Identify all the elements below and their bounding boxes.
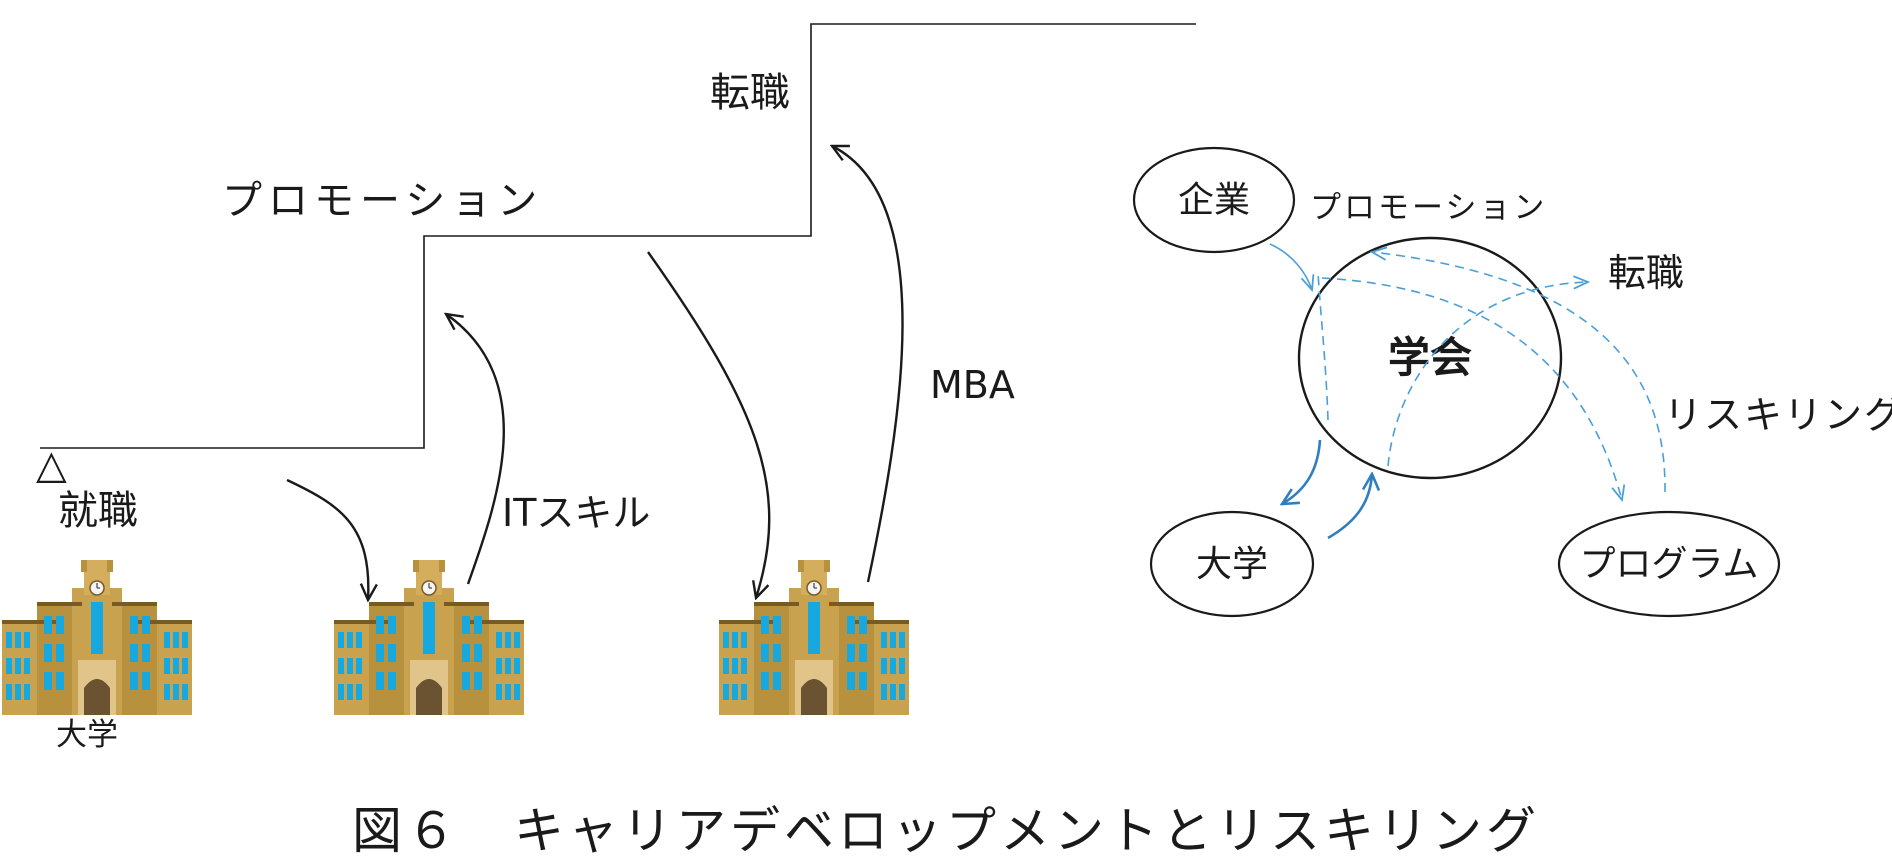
- flow-company-to-program: [1321, 277, 1622, 500]
- flow-job-change-label: 転職: [1608, 251, 1684, 295]
- flow-company-to-society: [1269, 243, 1312, 290]
- mba-label: MBA: [930, 363, 1015, 407]
- university-node-label: 大学: [1196, 544, 1268, 585]
- flow-promotion-dashed: [1317, 271, 1329, 421]
- flow-promotion-label: プロモーション: [1310, 190, 1547, 226]
- university-building-1: [1, 559, 193, 716]
- staircase-line: [40, 23, 1196, 449]
- society-network: 企業 学会 大学 プログラム プロモーション 転職 リスキリング: [1132, 146, 1892, 618]
- arrow-entry-to-univ2: [286, 478, 368, 600]
- it-skill-label: ITスキル: [502, 491, 650, 535]
- flow-university-to-society: [1327, 474, 1372, 540]
- flow-program-to-society: [1372, 252, 1666, 493]
- career-arrows: [286, 146, 904, 600]
- company-node: [1132, 146, 1296, 254]
- job-change-step-label: 転職: [710, 70, 790, 116]
- university-building-3: [718, 559, 910, 716]
- start-marker: △: [36, 442, 67, 488]
- arrow-promotion-to-univ3: [647, 251, 771, 598]
- flow-society-to-university: [1282, 439, 1322, 504]
- university-building-2: [333, 559, 525, 716]
- figure-caption: 図６ キャリアデベロップメントとリスキリング: [352, 802, 1540, 860]
- program-node: [1557, 510, 1781, 618]
- program-node-label: プログラム: [1580, 544, 1759, 585]
- arrow-univ3-to-jobchange: [832, 146, 904, 583]
- career-staircase: △ 就職 プロモーション 転職: [36, 23, 1196, 534]
- company-node-label: 企業: [1178, 180, 1250, 221]
- promotion-step-label: プロモーション: [222, 178, 543, 224]
- entry-label: 就職: [58, 488, 138, 534]
- society-center-label: 学会: [1388, 333, 1472, 382]
- university-label: 大学: [56, 717, 118, 753]
- university-node: [1149, 510, 1315, 618]
- arrow-univ2-to-promotion: [446, 314, 505, 585]
- flow-reskilling-label: リスキリング: [1664, 393, 1892, 437]
- society-center-node: [1297, 236, 1563, 480]
- flow-society-to-jobchange: [1387, 282, 1588, 467]
